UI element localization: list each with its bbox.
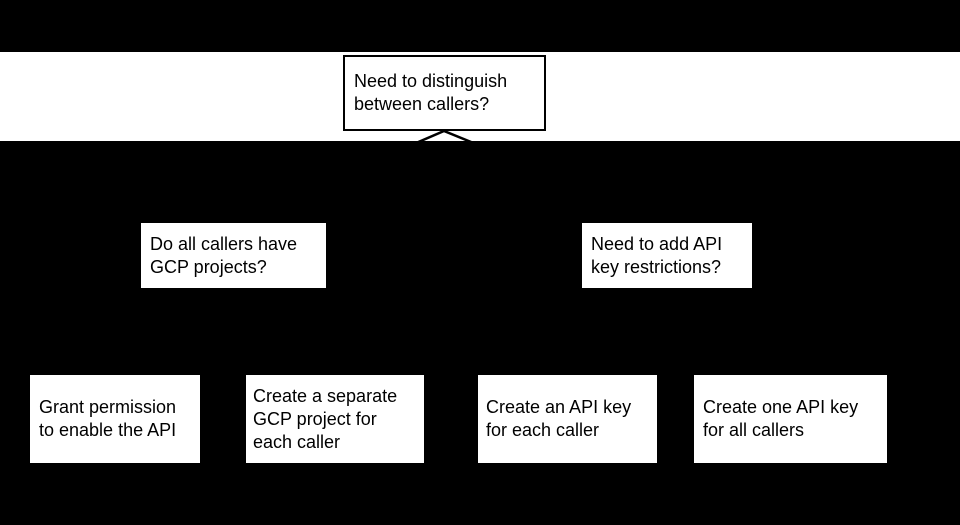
- node-create-one-api-key-all-callers-label: Create one API key for all callers: [703, 397, 859, 440]
- node-do-all-callers-have-gcp: Do all callers have GCP projects?: [141, 223, 326, 288]
- node-need-to-distinguish: Need to distinguish between callers?: [343, 55, 546, 131]
- node-do-all-callers-have-gcp-label: Do all callers have GCP projects?: [150, 233, 298, 277]
- root-branch-line: [232, 129, 668, 224]
- node-grant-permission: Grant permission to enable the API: [30, 375, 200, 463]
- node-grant-permission-label: Grant permission to enable the API: [39, 397, 177, 440]
- node-create-api-key-each-caller: Create an API key for each caller: [478, 375, 657, 463]
- node-create-separate-gcp-project: Create a separate GCP project for each c…: [246, 375, 424, 463]
- node-need-api-key-restrictions: Need to add API key restrictions?: [582, 223, 752, 288]
- node-create-separate-gcp-project-label: Create a separate GCP project for each c…: [253, 385, 398, 452]
- node-need-api-key-restrictions-label: Need to add API key restrictions?: [591, 233, 723, 277]
- node-need-to-distinguish-label: Need to distinguish between callers?: [354, 71, 508, 114]
- node-create-one-api-key-all-callers: Create one API key for all callers: [694, 375, 887, 463]
- node-create-api-key-each-caller-label: Create an API key for each caller: [486, 397, 632, 440]
